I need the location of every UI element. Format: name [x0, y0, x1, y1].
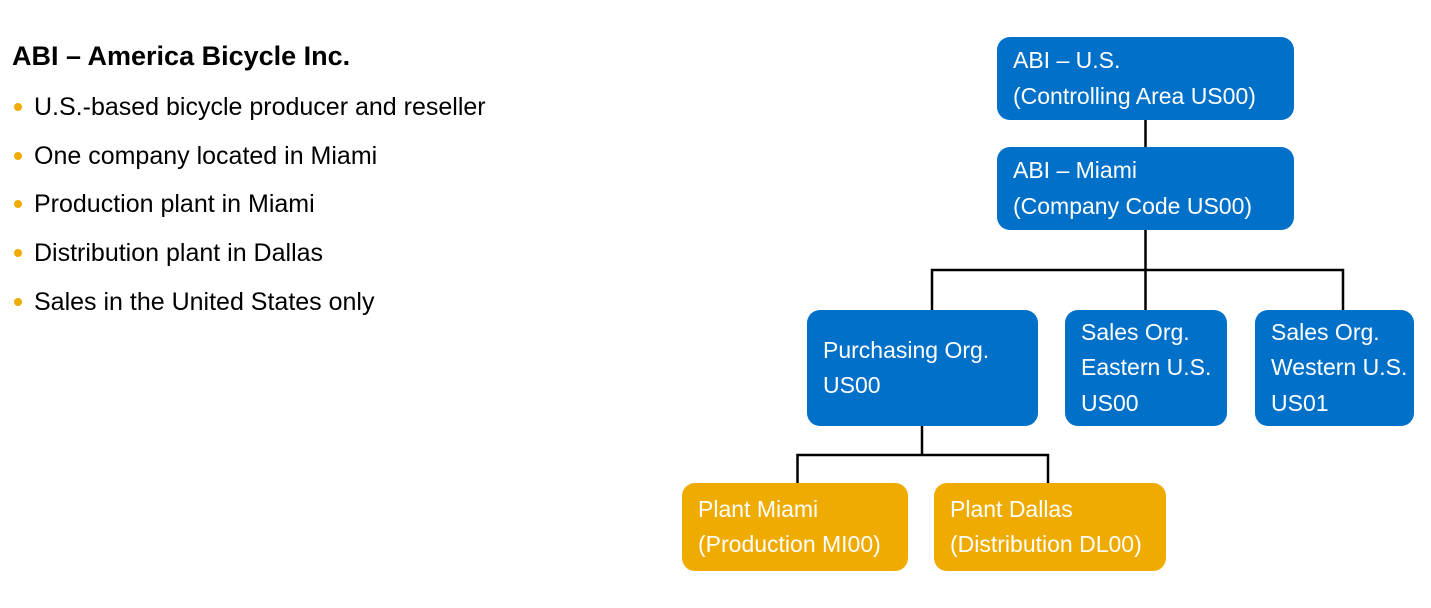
node-line: Western U.S.	[1271, 354, 1408, 381]
plant-dallas-node: Plant Dallas (Distribution DL00)	[934, 483, 1166, 571]
bullet-text: One company located in Miami	[34, 141, 378, 170]
node-line: ABI – U.S.	[1013, 47, 1121, 73]
node-line: Sales Org.	[1081, 318, 1190, 345]
node-line: Purchasing Org.	[823, 336, 990, 363]
node-line: Plant Dallas	[950, 495, 1073, 522]
bullet-dot-icon	[14, 200, 22, 209]
node-line: (Controlling Area US00)	[1013, 82, 1256, 109]
node-line: US00	[823, 372, 881, 398]
company-code-node: ABI – Miami (Company Code US00)	[997, 147, 1294, 230]
node-line: ABI – Miami	[1013, 157, 1137, 183]
bullet-text: Production plant in Miami	[34, 190, 315, 219]
bullet-text: Sales in the United States only	[34, 287, 375, 316]
node-line: (Distribution DL00)	[950, 531, 1142, 557]
node-line: (Production MI00)	[698, 531, 881, 557]
node-line: (Company Code US00)	[1013, 192, 1253, 219]
node-line: Sales Org.	[1271, 318, 1380, 345]
bullet-dot-icon	[14, 297, 22, 306]
bullet-dot-icon	[14, 103, 22, 111]
controlling-area-node: ABI – U.S. (Controlling Area US00)	[997, 37, 1294, 120]
node-line: Plant Miami	[698, 495, 819, 522]
list-item: U.S.-based bicycle producer and reseller	[12, 88, 486, 137]
sales-org-west-node: Sales Org. Western U.S. US01	[1255, 310, 1414, 426]
list-item: Distribution plant in Dallas	[12, 234, 486, 283]
list-item: Sales in the United States only	[12, 283, 486, 332]
bullet-list: U.S.-based bicycle producer and reseller…	[12, 88, 486, 331]
connector-plant-branches	[796, 453, 1050, 484]
bullet-dot-icon	[14, 249, 22, 258]
page-title: ABI – America Bicycle Inc.	[12, 41, 351, 71]
bullet-dot-icon	[14, 151, 22, 160]
sales-org-east-node: Sales Org. Eastern U.S. US00	[1065, 310, 1227, 426]
bullet-text: U.S.-based bicycle producer and reseller	[34, 93, 486, 121]
plant-miami-node: Plant Miami (Production MI00)	[682, 483, 908, 571]
list-item: Production plant in Miami	[12, 185, 486, 234]
node-line: US01	[1271, 389, 1329, 416]
connector-company-branches	[930, 268, 1345, 311]
list-item: One company located in Miami	[12, 137, 486, 186]
node-line: US00	[1081, 389, 1139, 416]
node-line: Eastern U.S.	[1081, 354, 1212, 381]
bullet-text: Distribution plant in Dallas	[34, 239, 324, 268]
purchasing-org-node: Purchasing Org. US00	[807, 310, 1038, 426]
